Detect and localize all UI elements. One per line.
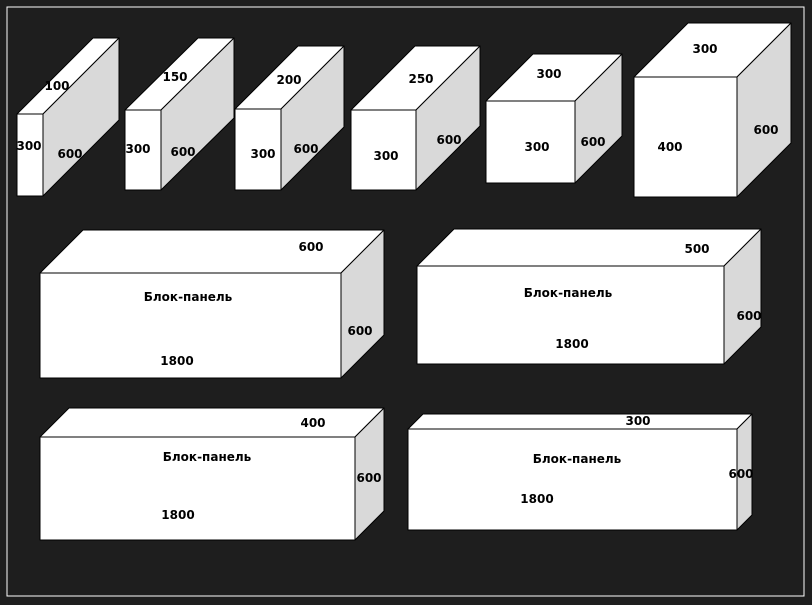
panel-4-top-face: [407, 413, 753, 430]
block-1-side-label: 600: [57, 147, 82, 161]
panel-2-length-label: 1800: [555, 337, 588, 351]
block-5-front-label: 300: [524, 140, 549, 154]
panel-4-title: Блок-панель: [533, 452, 622, 466]
block-5: 300 300 600: [485, 53, 623, 184]
panel-1-height-label: 600: [347, 324, 372, 338]
block-6-side-label: 600: [753, 123, 778, 137]
block-2-front-face: [124, 109, 162, 191]
panel-2-depth-label: 500: [684, 242, 709, 256]
block-3: 200 300 600: [234, 45, 345, 191]
block-4: 250 300 600: [350, 45, 481, 191]
panel-1-title: Блок-панель: [144, 290, 233, 304]
panel-3-height-label: 600: [356, 471, 381, 485]
panel-4: Блок-панель 1800 300 600: [407, 413, 754, 531]
panel-1-top-face: [39, 229, 385, 274]
panel-1: Блок-панель 1800 600 600: [39, 229, 385, 379]
block-2-side-label: 600: [170, 145, 195, 159]
block-4-top-label: 250: [408, 72, 433, 86]
panel-2-title: Блок-панель: [524, 286, 613, 300]
panel-1-front-face: [39, 272, 342, 379]
block-3-top-label: 200: [276, 73, 301, 87]
block-6-front-face: [633, 76, 738, 198]
panel-3-depth-label: 400: [300, 416, 325, 430]
panel-3-top-face: [39, 407, 385, 438]
block-6-top-label: 300: [692, 42, 717, 56]
block-2: 150 300 600: [124, 37, 235, 191]
panel-1-depth-label: 600: [298, 240, 323, 254]
block-3-front-label: 300: [250, 147, 275, 161]
panel-3: Блок-панель 1800 400 600: [39, 407, 385, 541]
panel-4-depth-label: 300: [625, 414, 650, 428]
block-4-front-label: 300: [373, 149, 398, 163]
block-5-front-face: [485, 100, 576, 184]
panel-2-front-face: [416, 265, 725, 365]
block-6: 300 400 600: [633, 22, 792, 198]
panel-2: Блок-панель 1800 500 600: [416, 228, 762, 365]
block-1: 100 300 600: [16, 37, 120, 197]
panel-4-length-label: 1800: [520, 492, 553, 506]
block-4-side-label: 600: [436, 133, 461, 147]
block-3-front-face: [234, 108, 282, 191]
block-5-side-label: 600: [580, 135, 605, 149]
block-2-top-label: 150: [162, 70, 187, 84]
panel-3-title: Блок-панель: [163, 450, 252, 464]
block-3-side-label: 600: [293, 142, 318, 156]
panel-1-length-label: 1800: [160, 354, 193, 368]
block-1-front-face: [16, 113, 44, 197]
canvas-border: [6, 6, 805, 597]
block-4-front-face: [350, 109, 417, 191]
block-5-top-label: 300: [536, 67, 561, 81]
block-1-front-label: 300: [16, 139, 41, 153]
panel-4-front-face: [407, 428, 738, 531]
panel-4-height-label: 600: [728, 467, 753, 481]
block-1-top-label: 100: [44, 79, 69, 93]
block-2-front-label: 300: [125, 142, 150, 156]
panel-2-height-label: 600: [736, 309, 761, 323]
panel-3-length-label: 1800: [161, 508, 194, 522]
block-6-front-label: 400: [657, 140, 682, 154]
panel-3-front-face: [39, 436, 356, 541]
